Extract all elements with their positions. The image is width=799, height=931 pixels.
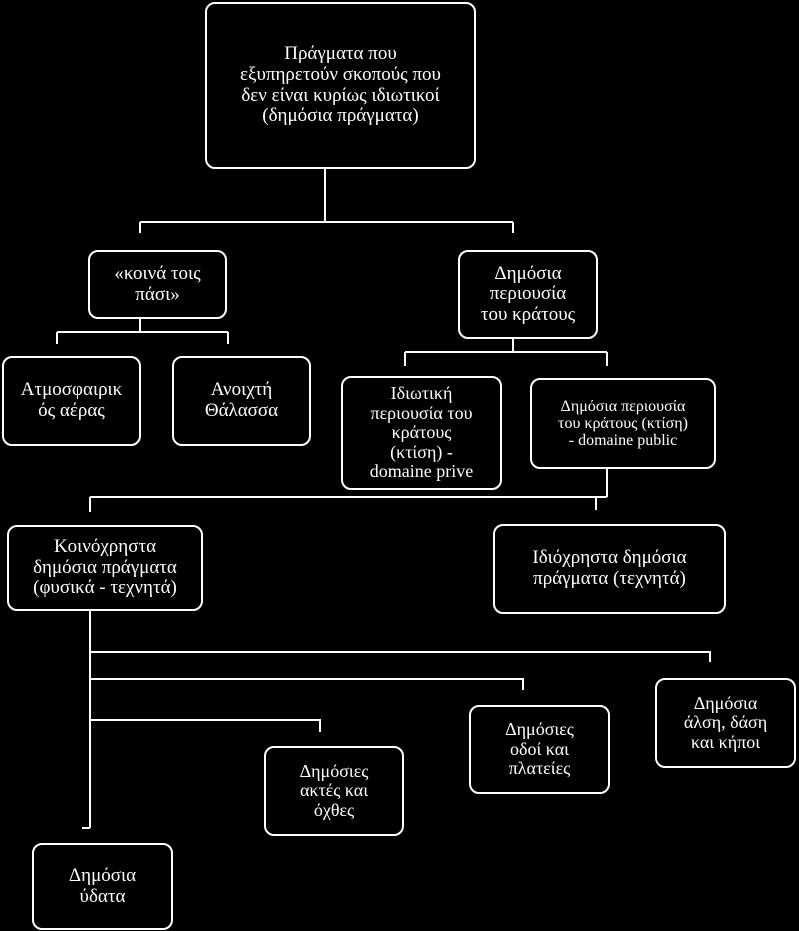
connector-domain-to-children	[89, 468, 608, 512]
node-state-public-domain: Δημόσια περιουσία του κράτους (κτίση) - …	[530, 378, 716, 469]
connector-branch-shores	[90, 719, 321, 732]
node-public-shores: Δημόσιες ακτές και όχθες	[264, 746, 404, 836]
node-public-roads: Δημόσιες οδοί και πλατείες	[469, 705, 610, 794]
connector-branch-roads	[90, 678, 524, 690]
node-state-private-property: Ιδιωτική περιουσία του κράτους (κτίση) -…	[341, 376, 502, 490]
node-common-to-all: «κοινά τοις πάσι»	[88, 250, 227, 319]
node-private-use-things: Ιδιόχρηστα δημόσια πράγματα (τεχνητά)	[493, 524, 726, 614]
node-atmospheric-air: Ατμοσφαιρικ ός αέρας	[2, 356, 141, 446]
node-public-things-root: Πράγματα που εξυπηρετούν σκοπούς που δεν…	[205, 2, 476, 169]
node-common-use-things: Κοινόχρηστα δημόσια πράγματα (φυσικά - τ…	[7, 525, 203, 611]
node-public-waters: Δημόσια ύδατα	[32, 843, 173, 930]
node-state-public-property: Δημόσια περιουσία του κράτους	[458, 250, 598, 339]
connector-state-to-children	[404, 338, 608, 366]
node-open-sea: Ανοιχτή Θάλασσα	[172, 356, 311, 446]
connector-common-use-trunk	[82, 610, 91, 829]
node-public-groves: Δημόσια άλση, δάση και κήποι	[655, 678, 796, 768]
connector-branch-groves	[90, 651, 711, 662]
connector-common-to-children	[56, 318, 229, 344]
connector-root-to-children	[139, 168, 514, 233]
